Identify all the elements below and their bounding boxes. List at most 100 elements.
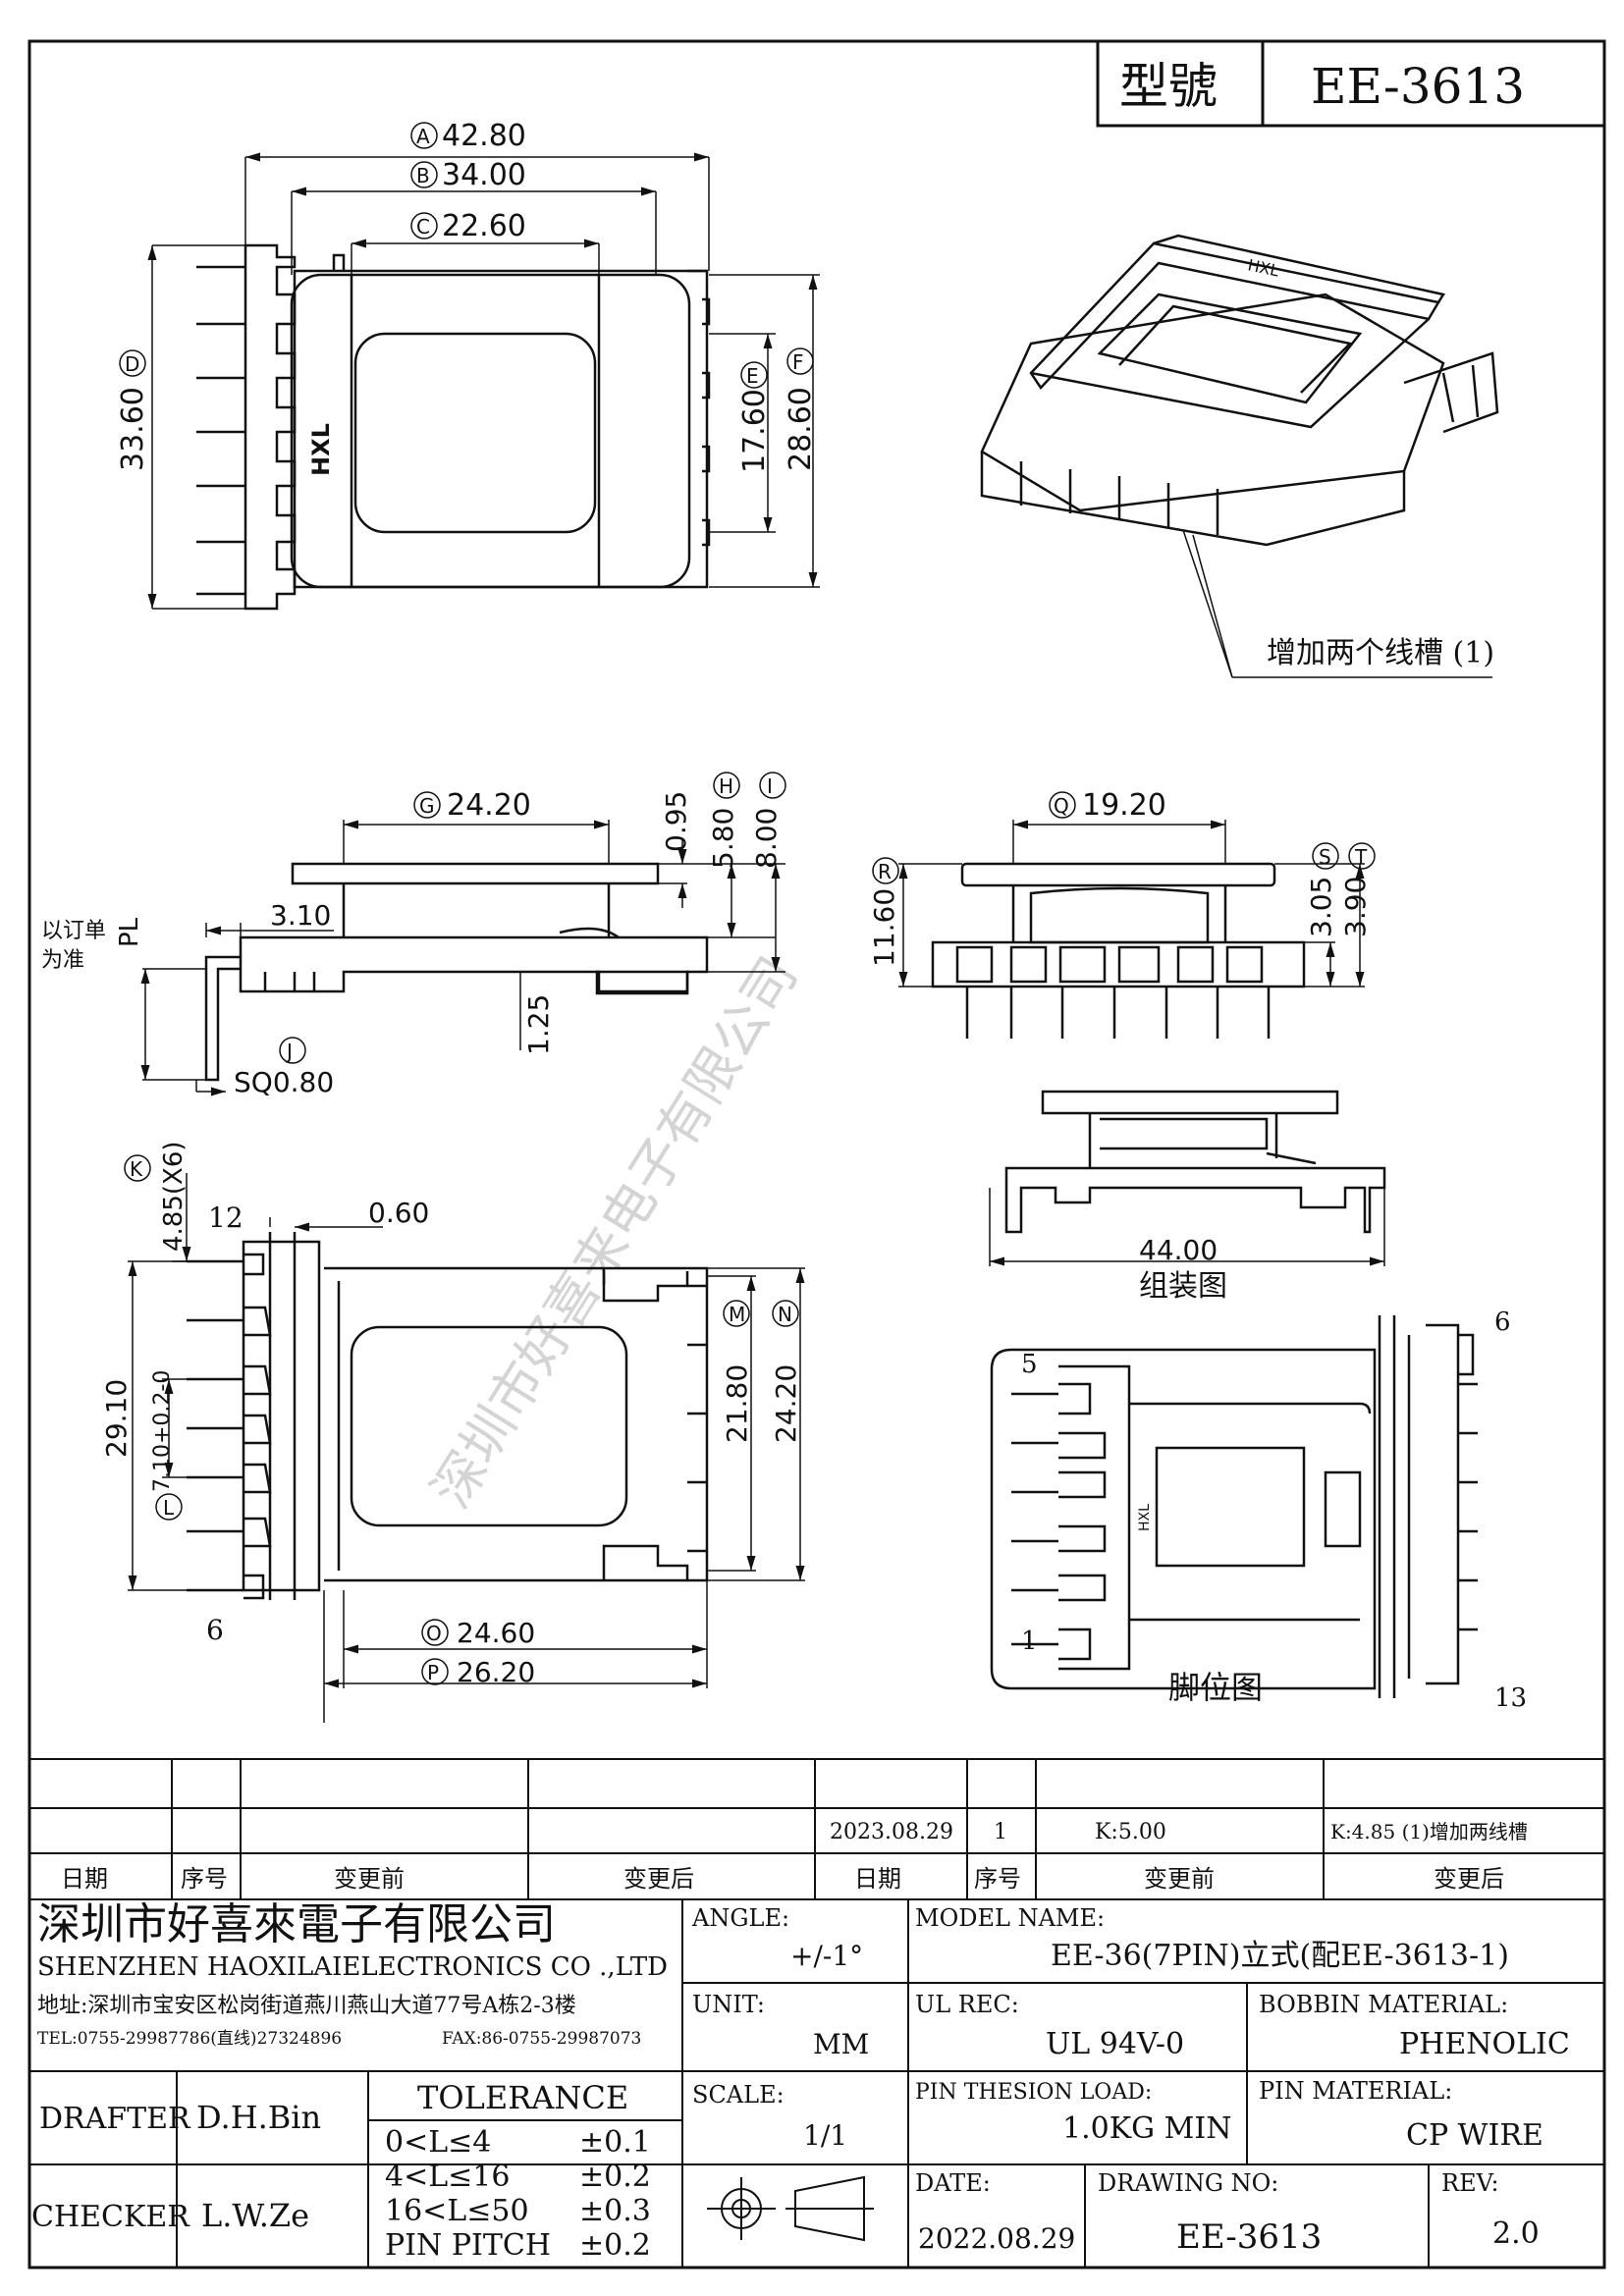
dim-pin-h: 1.25 <box>522 994 555 1055</box>
scale-label: SCALE: <box>692 2081 785 2109</box>
pin-label-1: 1 <box>1021 1627 1038 1656</box>
svg-text:E: E <box>746 364 759 388</box>
tol-value-2: ±0.2 <box>579 2160 651 2194</box>
dim-B: 34.00 <box>442 158 526 192</box>
dim-D: 33.60 <box>116 387 150 471</box>
bobbin-material-label: BOBBIN MATERIAL: <box>1259 1991 1508 2018</box>
tol-range-3: 16<L≤50 <box>385 2194 529 2228</box>
company-address: 地址:深圳市宝安区松岗街道燕川燕山大道77号A栋2-3楼 <box>37 1994 576 2018</box>
scale-value: 1/1 <box>803 2119 847 2152</box>
svg-text:O: O <box>426 1622 442 1645</box>
date-label: DATE: <box>915 2169 991 2197</box>
pin-material-value: CP WIRE <box>1406 2118 1543 2153</box>
sheet-border <box>27 39 1606 2269</box>
isometric-view: HXL <box>980 234 1499 547</box>
svg-text:T: T <box>1354 845 1368 869</box>
svg-text:N: N <box>778 1303 792 1326</box>
rev-header-before: 变更前 <box>334 1865 405 1893</box>
date-value: 2022.08.29 <box>918 2222 1075 2255</box>
svg-text:P: P <box>427 1661 439 1684</box>
top-view-dim-labels: A 42.80 B 34.00 C 22.60 D 33.60 E 17.60 … <box>116 119 818 473</box>
rev-value: 2.0 <box>1492 2216 1540 2251</box>
dim-offset: 3.10 <box>270 899 331 932</box>
tol-value-3: ±0.3 <box>579 2194 651 2228</box>
pin-label-6: 6 <box>1494 1308 1511 1337</box>
company-tel: TEL:0755-29987786(直线)27324896 <box>37 2029 342 2049</box>
core-mark: HXL <box>307 423 335 476</box>
pin-label-5: 5 <box>1021 1350 1038 1379</box>
svg-text:S: S <box>1319 845 1331 869</box>
pin-first: 12 <box>208 1201 244 1234</box>
dim-pl: PL <box>115 917 144 947</box>
dim-E: 17.60 <box>737 389 772 473</box>
dim-H: 5.80 <box>707 808 739 869</box>
bottom-view-dimensions <box>128 1173 805 1723</box>
ul-rec-label: UL REC: <box>915 1991 1019 2018</box>
header-model-box: 型號 EE-3613 <box>1096 39 1606 128</box>
svg-text:B: B <box>416 164 430 187</box>
dim-P: 26.20 <box>457 1656 535 1688</box>
svg-text:A: A <box>416 125 430 148</box>
company-block: 深圳市好喜來電子有限公司 SHENZHEN HAOXILAIELECTRONIC… <box>37 1899 668 2049</box>
tol-value-1: ±0.1 <box>579 2125 651 2160</box>
pin-load-value: 1.0KG MIN <box>1062 2111 1231 2146</box>
dim-C: 22.60 <box>442 209 526 243</box>
iso-core-mark: HXL <box>1246 255 1280 280</box>
company-name-en: SHENZHEN HAOXILAIELECTRONICS CO .,LTD <box>37 1952 668 1982</box>
svg-text:M: M <box>729 1303 745 1326</box>
drafter-value: D.H.Bin <box>196 2099 321 2136</box>
model-name-label: MODEL NAME: <box>915 1904 1105 1932</box>
tol-range-4: PIN PITCH <box>385 2228 551 2263</box>
pin-material-label: PIN MATERIAL: <box>1259 2077 1452 2105</box>
pin-last: 6 <box>206 1614 224 1646</box>
iso-callout <box>1182 529 1492 678</box>
dim-J: SQ0.80 <box>234 1066 334 1098</box>
dim-F: 28.60 <box>784 387 818 471</box>
angle-label: ANGLE: <box>691 1904 789 1932</box>
svg-text:F: F <box>792 350 804 374</box>
assembly-view <box>1004 1090 1386 1234</box>
svg-text:H: H <box>719 774 733 798</box>
svg-text:G: G <box>419 794 435 818</box>
drafter-label: DRAFTER <box>39 2102 191 2136</box>
svg-text:K: K <box>130 1157 143 1181</box>
model-value: EE-3613 <box>1311 58 1525 115</box>
pin-position-view: HXL <box>990 1315 1478 1698</box>
drawing-no-label: DRAWING NO: <box>1098 2169 1278 2197</box>
pin-load-label: PIN THESION LOAD: <box>915 2080 1152 2105</box>
rev-date: 2023.08.29 <box>830 1820 953 1844</box>
svg-text:L: L <box>163 1496 175 1520</box>
company-name-cn: 深圳市好喜來電子有限公司 <box>37 1899 556 1949</box>
svg-text:I: I <box>767 774 773 798</box>
drawing-no-value: EE-3613 <box>1176 2217 1322 2257</box>
rev-label: REV: <box>1441 2169 1499 2197</box>
side-view-dimensions <box>140 820 785 1096</box>
ul-rec-value: UL 94V-0 <box>1046 2027 1184 2061</box>
pl-note-1: 以订单 <box>41 919 106 943</box>
bottom-view-dim-labels: K 4.85(X6) 0.60 12 6 29.10 L 7.10+0.2-0 … <box>100 1141 802 1688</box>
angle-value: +/-1° <box>790 1940 863 1972</box>
revision-table-text: 2023.08.29 1 K:5.00 K:4.85 (1)增加两线槽 日期 序… <box>61 1820 1528 1893</box>
dim-L: 7.10+0.2-0 <box>150 1370 175 1492</box>
front-view <box>931 862 1306 1039</box>
top-view: HXL <box>196 243 711 611</box>
dim-A: 42.80 <box>442 119 526 153</box>
dim-gap: 0.95 <box>660 791 692 852</box>
company-fax: FAX:86-0755-29987073 <box>442 2029 641 2049</box>
iso-note: 增加两个线槽 (1) <box>1267 636 1494 670</box>
svg-text:J: J <box>285 1040 293 1063</box>
pin-label-13: 13 <box>1494 1683 1527 1713</box>
tol-value-4: ±0.2 <box>579 2228 651 2263</box>
dim-O: 24.60 <box>457 1617 535 1649</box>
rev-after: K:4.85 (1)增加两线槽 <box>1330 1820 1528 1843</box>
dim-M: 21.80 <box>721 1364 753 1443</box>
dim-N: 24.20 <box>770 1364 802 1443</box>
assembly-dimension <box>989 1188 1385 1266</box>
top-view-pins <box>196 265 245 596</box>
front-view-dim-labels: Q 19.20 R 11.60 S 3.05 T 3.90 <box>868 788 1376 967</box>
rev-header-date-2: 日期 <box>854 1865 901 1893</box>
svg-text:D: D <box>125 352 139 376</box>
title-block-grid <box>29 1899 1604 2268</box>
checker-value: L.W.Ze <box>201 2197 309 2234</box>
